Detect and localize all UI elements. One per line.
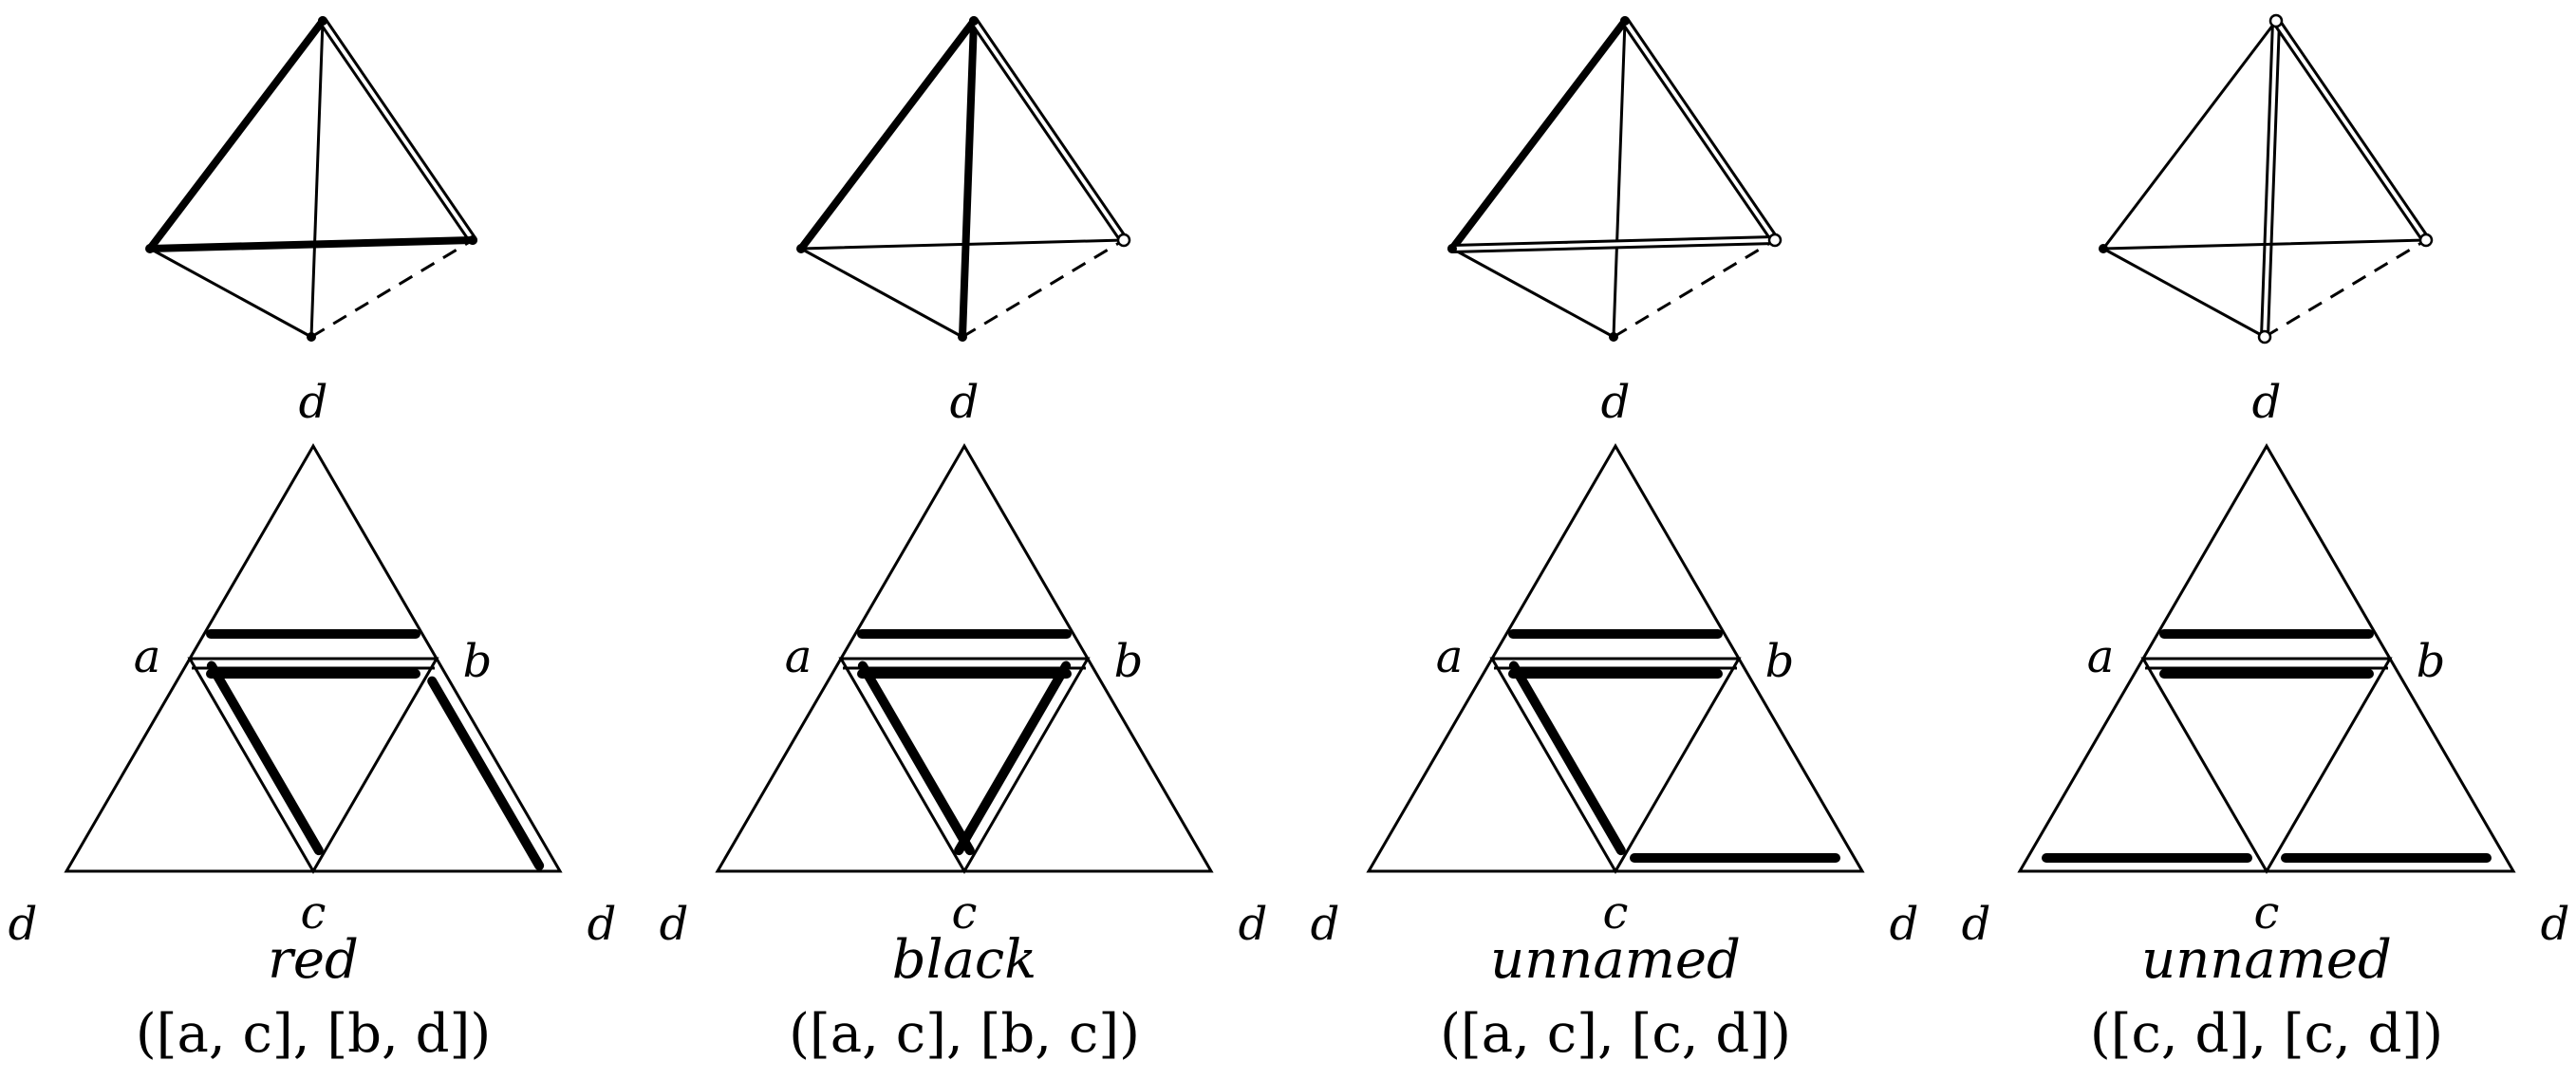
label-bottom-left: d (1311, 898, 1340, 951)
medial-triangle (187, 657, 439, 874)
label-bottom-left: d (9, 898, 38, 951)
label-bottom-right: d (1239, 898, 1268, 951)
label-right: b (1114, 635, 1144, 688)
bar-right_outer (427, 676, 545, 871)
tetra-vertex-C (958, 332, 967, 342)
tetra-edge-CD (2264, 238, 2427, 339)
label-bottom-right: d (2541, 898, 2570, 951)
label-bottom: c (952, 886, 978, 940)
label-right: b (2417, 635, 2446, 688)
bar-left_inner (857, 661, 975, 856)
tetra-edge-AC (959, 17, 978, 341)
tetra-edge-BC (148, 247, 313, 339)
label-left: a (2087, 630, 2115, 683)
panel-pair: ([a, c], [b, d]) (136, 1003, 491, 1065)
tetra-edge-AB (2101, 19, 2278, 251)
tetrahedron (1447, 16, 1783, 342)
label-bottom: c (301, 886, 327, 940)
tetra-vertex-B (796, 244, 806, 253)
tetra-edge-AD-inner (1623, 19, 1777, 242)
tetra-edge-AD-inner (321, 19, 475, 242)
label-left: a (785, 630, 812, 683)
triangle-diagram (64, 443, 563, 874)
tetrahedron (2099, 13, 2434, 344)
tetra-vertex-A (1620, 16, 1630, 26)
tetra-vertex-B (2099, 244, 2108, 253)
tetra-edge-BD (2101, 238, 2428, 251)
panel-2: d a b c d d black ([a, c], [b, c]) (660, 16, 1268, 1065)
panel-name: black (892, 929, 1036, 991)
bar-left_inner (1508, 661, 1626, 856)
tetra-vertex-D (2418, 233, 2434, 248)
tetra-vertex-C (307, 332, 316, 342)
panel-name: unnamed (1490, 929, 1741, 991)
medial-triangle (838, 657, 1091, 874)
triangle-diagram (1366, 443, 1865, 874)
tetra-edge-CD (961, 238, 1125, 339)
label-bottom-left: d (1962, 898, 1991, 951)
tetra-edge-AB (797, 17, 978, 252)
label-top: d (299, 376, 328, 429)
tetra-edge-AC (1612, 19, 1627, 339)
tetra-edge-AD-inner (972, 19, 1126, 242)
label-bottom-right: d (1890, 898, 1919, 951)
tetra-vertex-D (468, 235, 477, 245)
tetra-edge-BC (1450, 247, 1615, 339)
label-top: d (1601, 376, 1631, 429)
panel-pair: ([a, c], [c, d]) (1440, 1003, 1791, 1065)
triangle-diagram (715, 443, 1214, 874)
tetra-edge-AB (146, 17, 327, 252)
label-left: a (134, 630, 161, 683)
tetra-edge-BD (799, 238, 1126, 251)
panel-4: d a b c d d unnamed ([c, d], [c, d]) (1962, 13, 2570, 1065)
panel-name: red (268, 929, 359, 991)
label-top: d (2252, 376, 2282, 429)
panel-pair: ([a, c], [b, c]) (789, 1003, 1140, 1065)
panel-name: unnamed (2141, 929, 2392, 991)
panel-1: d a b c d d red ([a, c], [b, d]) (9, 16, 617, 1065)
tetra-edge-AB (1448, 17, 1629, 252)
label-right: b (463, 635, 493, 688)
tetra-edge-BD (146, 236, 476, 252)
label-bottom: c (1603, 886, 1629, 940)
tetrahedron (145, 16, 477, 342)
triangle-diagram (2017, 443, 2516, 874)
panel-pair: ([c, d], [c, d]) (2090, 1003, 2443, 1065)
tetra-vertex-A (2268, 13, 2284, 28)
tetra-vertex-A (969, 16, 979, 26)
tetra-edge-CD (310, 238, 474, 339)
tetrahedron (796, 16, 1131, 342)
tetra-edge-BC (2101, 247, 2267, 339)
tetra-edge-CD (1613, 238, 1776, 339)
tetra-edge-BD-inner (1450, 238, 1777, 251)
label-bottom: c (2254, 886, 2280, 940)
label-bottom-left: d (660, 898, 689, 951)
medial-triangle (2140, 657, 2393, 874)
medial-triangle (1489, 657, 1742, 874)
bar-left_inner (206, 661, 324, 856)
label-bottom-right: d (588, 898, 617, 951)
bar-right_inner (954, 661, 1072, 856)
tetra-edge-BC (799, 247, 964, 339)
tetra-vertex-B (145, 244, 155, 253)
label-top: d (950, 376, 980, 429)
tetra-edge-AD-inner (2274, 19, 2428, 242)
tetra-vertex-D (1767, 233, 1783, 248)
label-left: a (1436, 630, 1464, 683)
tetra-vertex-D (1116, 233, 1131, 248)
tetra-vertex-A (318, 16, 327, 26)
tetra-edge-AC (309, 19, 325, 339)
tetra-vertex-B (1447, 244, 1457, 253)
tetra-vertex-C (1609, 332, 1618, 342)
panel-3: d a b c d d unnamed ([a, c], [c, d]) (1311, 16, 1919, 1065)
tetra-edge-AC-inner (2263, 19, 2278, 339)
label-right: b (1765, 635, 1795, 688)
tetra-vertex-C (2257, 329, 2272, 344)
